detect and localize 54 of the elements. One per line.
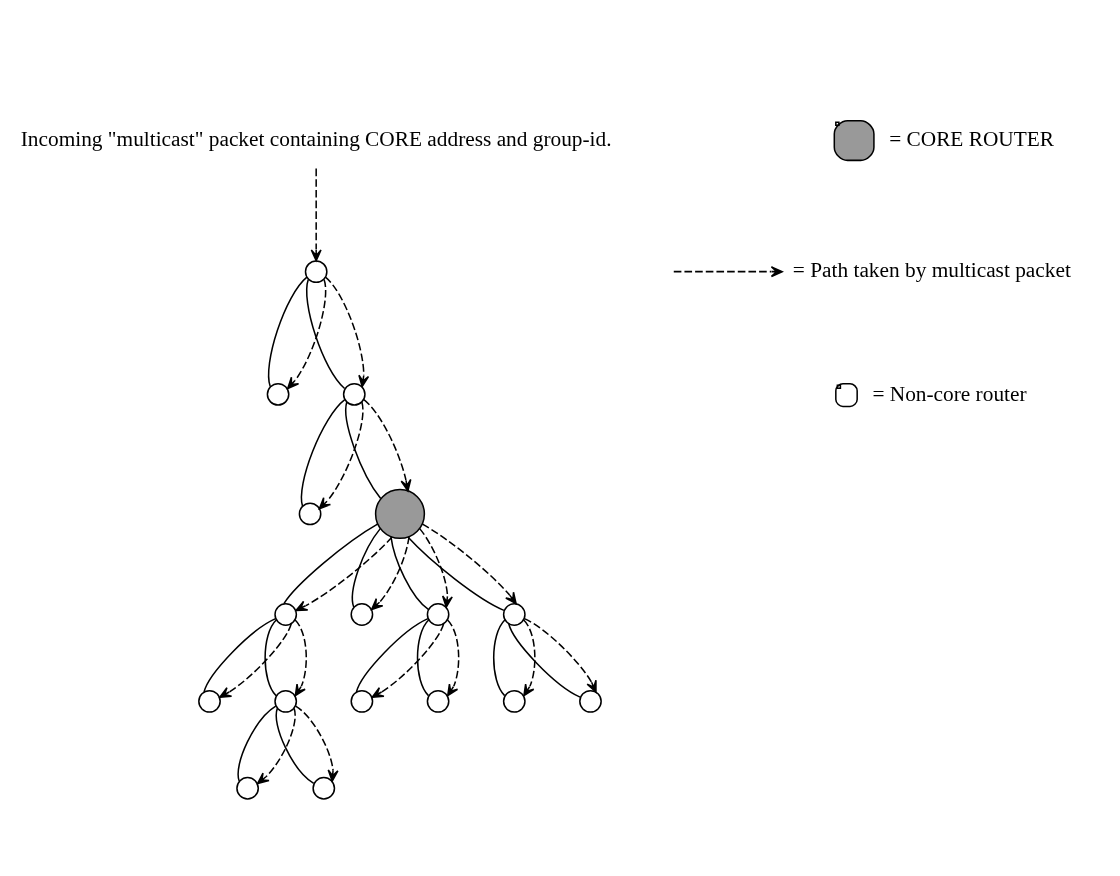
arrow — [294, 618, 307, 696]
connector — [345, 400, 382, 499]
connector — [203, 617, 277, 693]
arrow — [324, 275, 370, 387]
connector — [275, 707, 315, 784]
node-circle — [579, 689, 602, 713]
arrow — [370, 535, 410, 610]
node-circle — [502, 602, 526, 626]
arrow — [446, 618, 460, 696]
node-circle — [502, 689, 526, 713]
node-circle — [312, 776, 336, 800]
connector — [416, 618, 430, 696]
node-circle — [274, 602, 298, 626]
arrow — [523, 617, 597, 693]
arrow — [295, 535, 393, 611]
node-circle — [198, 689, 221, 713]
node-circle — [350, 602, 374, 626]
connector — [508, 622, 581, 698]
arrow — [318, 400, 364, 509]
connector — [267, 275, 308, 387]
connector — [283, 522, 379, 604]
node-circle — [236, 776, 260, 800]
arrow — [310, 167, 322, 261]
arrow — [418, 527, 453, 608]
node-circle — [350, 689, 374, 713]
node-circle — [426, 602, 450, 626]
arrow — [371, 622, 445, 698]
arrow — [523, 618, 536, 696]
arrow — [287, 278, 327, 389]
node-circle — [304, 259, 328, 283]
connector — [355, 617, 429, 693]
connector — [306, 278, 346, 389]
legend-label: = Non-core router — [872, 381, 1027, 406]
connector — [407, 535, 505, 611]
node-circle — [342, 382, 366, 406]
connector — [390, 535, 430, 610]
connector — [237, 704, 277, 782]
connector — [264, 618, 277, 696]
node-circle — [426, 689, 450, 713]
arrow — [294, 704, 339, 782]
node-circle — [266, 382, 290, 406]
connector — [351, 527, 381, 608]
node-text: Incoming "multicast" packet containing CORE address and group-id. — [20, 126, 612, 151]
node-circle — [274, 689, 298, 713]
arrow — [219, 622, 292, 698]
node-circle — [374, 488, 426, 539]
arrow — [363, 398, 412, 492]
connector — [492, 618, 506, 696]
legend-label: = CORE ROUTER — [889, 126, 1055, 151]
arrow — [256, 707, 296, 784]
legend-label: = Path taken by multicast packet — [792, 257, 1071, 282]
connector — [300, 398, 346, 507]
node-circle — [298, 502, 322, 525]
arrow — [421, 522, 517, 604]
